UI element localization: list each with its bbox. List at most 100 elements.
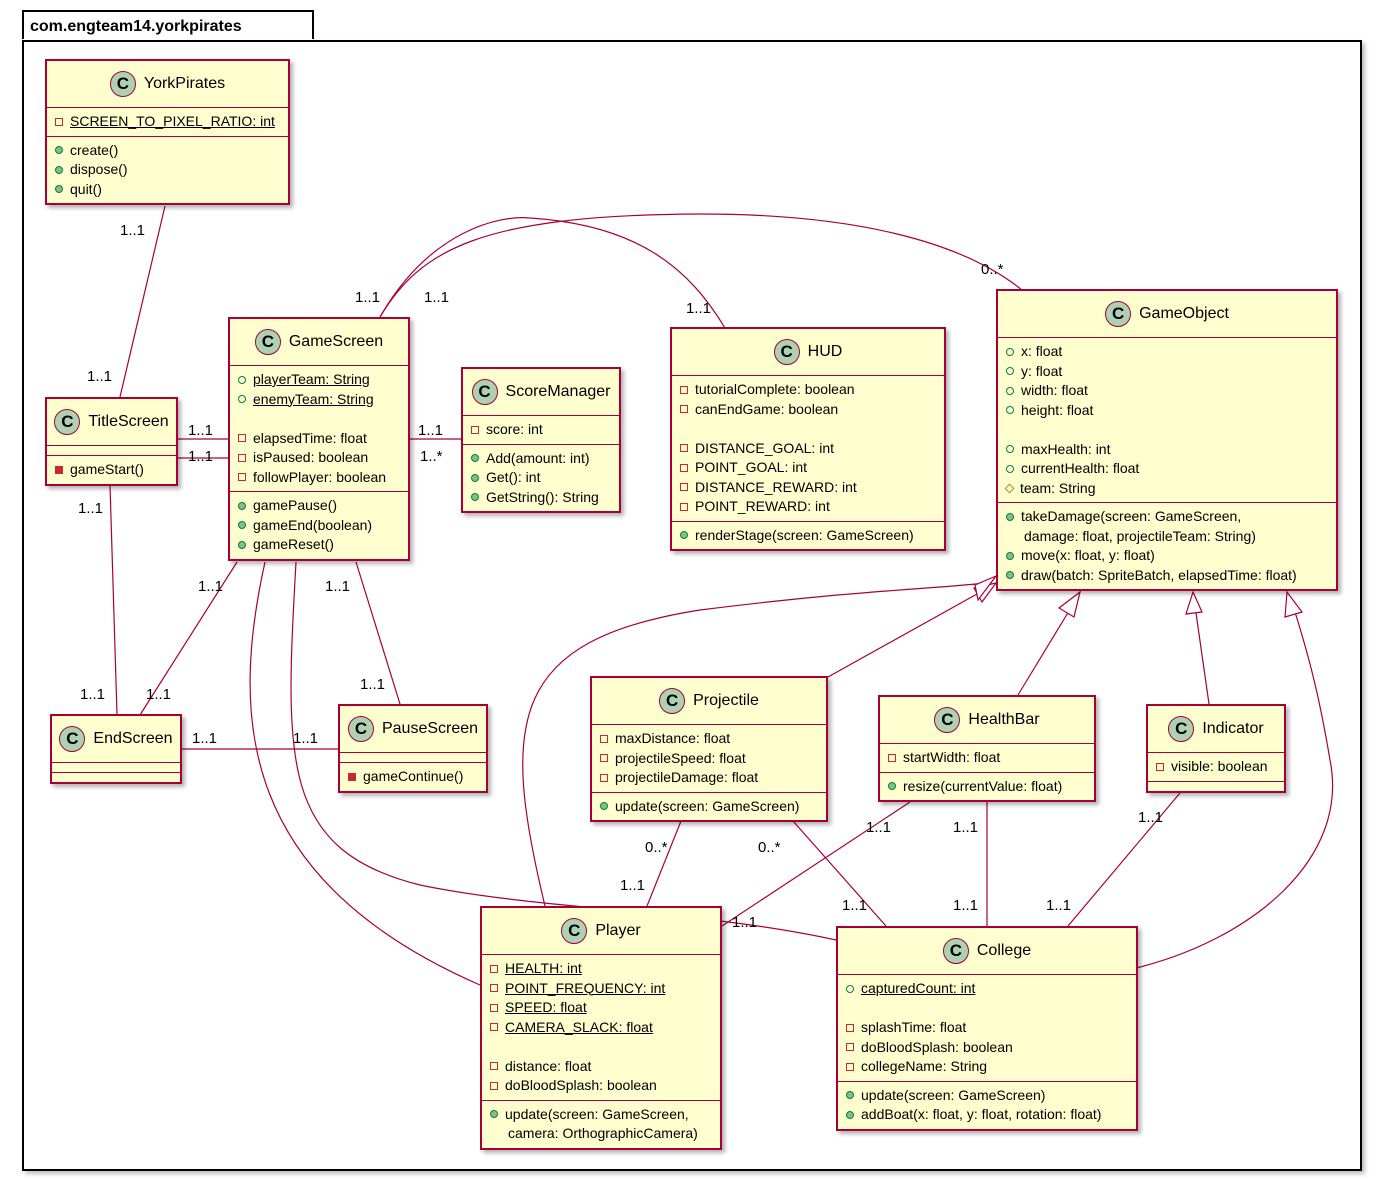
method-row: update(screen: GameScreen): [846, 1086, 1128, 1106]
inherit-player-gameobject: [522, 582, 987, 907]
method-row: Add(amount: int): [471, 449, 611, 469]
class-name: HUD: [807, 343, 843, 360]
attribute-text: doBloodSplash: boolean: [505, 1077, 657, 1093]
class-stereotype-icon: C: [773, 339, 800, 365]
public-visibility-icon: [1006, 464, 1014, 473]
mult-gs-es-a: 1..1: [198, 578, 223, 595]
public-visibility-icon: [680, 531, 688, 540]
method-text: Get(): int: [486, 469, 541, 485]
class-name: PauseScreen: [381, 720, 479, 737]
public-visibility-icon: [1006, 347, 1014, 356]
attribute-text: width: float: [1021, 382, 1088, 398]
class-methods-section: [52, 772, 180, 782]
mult-gs-hud-a: 1..1: [424, 289, 449, 306]
class-hud[interactable]: C HUD tutorialComplete: boolean canEndGame:…: [670, 327, 946, 551]
attribute-row: score: int: [471, 420, 611, 440]
attribute-text: x: float: [1021, 343, 1063, 359]
attribute-text: canEndGame: boolean: [695, 400, 839, 417]
method-row: GetString(): String: [471, 488, 611, 508]
attribute-text: DISTANCE_REWARD: int: [695, 478, 857, 495]
mult-gs-hud-b: 1..1: [686, 300, 711, 317]
public-visibility-icon: [1006, 512, 1014, 521]
attribute-row: doBloodSplash: boolean: [490, 1076, 712, 1096]
private-visibility-icon: [600, 773, 608, 782]
method-text: create(): [70, 141, 119, 158]
attribute-text: enemyTeam: String: [253, 390, 374, 407]
class-attributes-section: [52, 762, 180, 772]
public-visibility-icon: [471, 454, 479, 463]
method-row: gameReset(): [238, 535, 400, 555]
attribute-text: y: float: [1021, 362, 1063, 379]
mult-hb-co-a: 1..1: [953, 819, 978, 836]
attribute-row: maxDistance: float: [600, 729, 818, 749]
private-visibility-icon: [471, 425, 479, 434]
attribute-text: tutorialComplete: boolean: [695, 381, 855, 397]
mult-gs-go-a: 1..1: [355, 289, 380, 306]
private-visibility-icon: [680, 502, 688, 511]
attribute-row: doBloodSplash: boolean: [846, 1038, 1128, 1058]
class-header: C HUD: [672, 329, 944, 375]
attribute-row: POINT_REWARD: int: [680, 497, 936, 517]
attribute-text: playerTeam: String: [253, 371, 370, 387]
class-methods-section: renderStage(screen: GameScreen): [672, 520, 944, 550]
attribute-row: visible: boolean: [1156, 757, 1276, 777]
public-visibility-icon: [55, 185, 63, 194]
attribute-text: team: String: [1020, 479, 1096, 496]
method-text: Add(amount: int): [486, 449, 590, 466]
class-methods-section: gameContinue(): [340, 762, 486, 791]
private-visibility-icon: [1156, 762, 1164, 771]
attribute-row: splashTime: float: [846, 1018, 1128, 1038]
method-row: camera: OrthographicCamera): [490, 1124, 712, 1144]
private-visibility-icon: [348, 772, 356, 781]
class-methods-section: create()dispose()quit(): [47, 135, 288, 204]
mult-hb-pl-a: 1..1: [866, 819, 891, 836]
public-visibility-icon: [471, 493, 479, 502]
private-visibility-icon: [238, 434, 246, 443]
mult-es-ps-a: 1..1: [192, 730, 217, 747]
attribute-text: elapsedTime: float: [253, 429, 367, 446]
public-visibility-icon: [1006, 571, 1014, 580]
attribute-row: POINT_FREQUENCY: int: [490, 979, 712, 999]
method-text: renderStage(screen: GameScreen): [695, 526, 914, 543]
class-name: TitleScreen: [88, 413, 169, 430]
class-name: GameObject: [1139, 305, 1229, 322]
method-row: quit(): [55, 180, 280, 200]
attribute-row: distance: float: [490, 1057, 712, 1077]
attribute-row: enemyTeam: String: [238, 390, 400, 410]
link-titlescreen-endscreen: [109, 484, 118, 715]
private-visibility-icon: [680, 444, 688, 453]
attribute-row: DISTANCE_GOAL: int: [680, 439, 936, 459]
mult-in-co-b: 1..1: [1046, 897, 1071, 914]
class-methods-section: gameStart(): [47, 455, 176, 484]
attribute-row: height: float: [1006, 401, 1328, 421]
class-methods-section: resize(currentValue: float): [880, 771, 1094, 801]
method-text: camera: OrthographicCamera): [508, 1125, 698, 1141]
attribute-row: playerTeam: String: [238, 370, 400, 390]
link-gamescreen-hud: [379, 217, 726, 329]
link-projectile-player: [646, 820, 682, 907]
link-yorkpirates-titlescreen: [119, 205, 166, 398]
mult-yp-ts-a: 1..1: [120, 222, 145, 239]
public-visibility-icon: [846, 984, 854, 993]
attribute-text: projectileDamage: float: [615, 769, 759, 785]
public-visibility-icon: [1006, 386, 1014, 395]
private-visibility-icon: [490, 1023, 498, 1032]
method-row: update(screen: GameScreen,: [490, 1105, 712, 1125]
method-text: addBoat(x: float, y: float, rotation: fl…: [861, 1106, 1102, 1122]
attribute-text: POINT_GOAL: int: [695, 459, 808, 475]
